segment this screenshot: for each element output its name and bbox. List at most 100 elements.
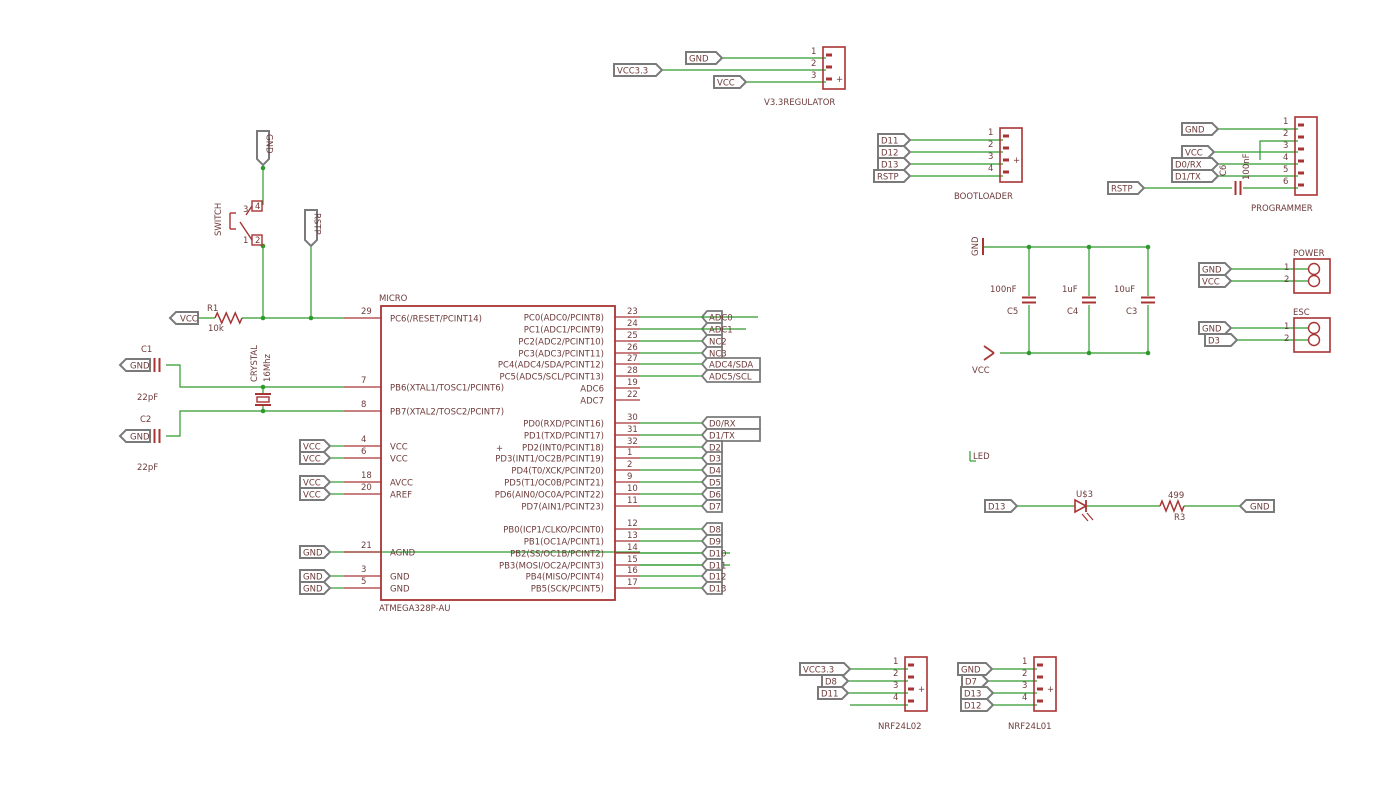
net-label: VCC — [303, 491, 321, 501]
micro-pin-name: AGND — [390, 549, 416, 559]
net-label-flag — [1238, 499, 1275, 513]
net-label-flag — [299, 569, 332, 583]
pin-header-contact — [1298, 171, 1304, 175]
pin-header-contact — [826, 53, 832, 57]
net-label: GND — [689, 55, 709, 65]
terminal-body — [1293, 317, 1331, 353]
polarity-mark: + — [496, 444, 503, 454]
net-label: RSTP — [1111, 185, 1133, 195]
junction-dot — [1086, 350, 1092, 356]
pin-number: 25 — [627, 331, 638, 341]
pin-number: 3 — [361, 565, 366, 575]
pin-header-contact — [1037, 663, 1043, 667]
micro-pin-name: PB4(MISO/PCINT4) — [526, 573, 604, 583]
junction-dot — [1086, 244, 1092, 250]
terminal-body — [1293, 258, 1331, 294]
pin-number: 4 — [988, 164, 993, 174]
pin-header-contact — [1298, 159, 1304, 163]
pin-number: 1 — [627, 448, 632, 458]
pin-number: 2 — [893, 669, 898, 679]
net-label: D11 — [881, 137, 898, 147]
part-value: 16Mhz — [263, 353, 273, 382]
pin-header-contact — [1037, 687, 1043, 691]
junction-dot — [1026, 350, 1032, 356]
net-tag-text: D2 — [709, 444, 721, 454]
net-tag-text: D9 — [709, 538, 721, 548]
terminal-screw — [1307, 321, 1321, 335]
net-label-flag — [1107, 181, 1146, 195]
junction-dot — [1026, 244, 1032, 250]
net-label: GND — [130, 433, 150, 443]
micro-pin-name: PD6(AIN0/OC0A/PCINT22) — [495, 491, 604, 501]
part-value: 10uF — [1114, 285, 1135, 295]
part-value: 100nF — [1242, 153, 1252, 180]
pin-number: 4 — [255, 202, 260, 212]
pin-number: 2 — [1022, 669, 1027, 679]
micro-pin-name: GND — [390, 573, 410, 583]
micro-pin-name: PD4(T0/XCK/PCINT20) — [511, 467, 604, 477]
net-label-flag — [685, 51, 724, 65]
junction-dot — [1145, 350, 1151, 356]
wire — [1259, 140, 1298, 160]
part-name: C6 — [1219, 165, 1229, 176]
micro-pin-name: PD7(AIN1/PCINT23) — [521, 503, 604, 513]
part-name: C2 — [140, 415, 151, 425]
net-label-flag — [256, 130, 270, 167]
micro-title: MICRO — [379, 294, 408, 304]
net-tag — [700, 369, 761, 383]
micro-pin-name: PB7(XTAL2/TOSC2/PCINT7) — [390, 408, 504, 418]
pin-number: 2 — [1283, 129, 1288, 139]
net-label: GND — [971, 236, 981, 256]
pin-number: 2 — [627, 460, 632, 470]
net-label: D13 — [988, 503, 1005, 513]
header-label: BOOTLOADER — [954, 192, 1013, 202]
net-tag — [700, 534, 723, 548]
pin-header-contact — [826, 77, 832, 81]
pin-number: 21 — [361, 541, 372, 551]
pin-header-contact — [1037, 675, 1043, 679]
header-label: NRF24L01 — [1008, 722, 1052, 732]
net-label-flag — [877, 145, 912, 159]
part-name: SWITCH — [214, 203, 224, 236]
net-label-flag — [299, 581, 332, 595]
pin-header-body — [1294, 116, 1318, 196]
net-label-flag — [877, 157, 912, 171]
switch-contact — [239, 221, 253, 241]
micro-pin-name: PC2(ADC2/PCINT10) — [518, 338, 604, 348]
net-label-flag — [1198, 262, 1233, 276]
pin-number: 5 — [1283, 165, 1288, 175]
pin-number: 5 — [361, 577, 366, 587]
micro-pin-name: ADC6 — [580, 385, 604, 395]
pin-header-body — [1033, 656, 1057, 712]
net-tag-text: D7 — [709, 503, 721, 513]
micro-pin-name: GND — [390, 585, 410, 595]
net-label: VCC — [1202, 278, 1220, 288]
polarity-mark: + — [836, 75, 843, 85]
net-label: VCC — [972, 366, 990, 376]
pin-number: 4 — [361, 435, 366, 445]
pin-number: 23 — [627, 307, 638, 317]
pin-number: 12 — [627, 519, 638, 529]
part-name: C5 — [1007, 307, 1018, 317]
net-tag-text: D4 — [709, 467, 721, 477]
net-tag — [700, 581, 723, 595]
pin-number: 22 — [627, 390, 638, 400]
net-label: VCC — [303, 455, 321, 465]
net-label-flag — [957, 662, 994, 676]
net-tag-text: ADC0 — [709, 314, 733, 324]
micro-pin-name: PD3(INT1/OC2B/PCINT19) — [495, 455, 604, 465]
led-diode — [1074, 498, 1088, 514]
pin-number: 20 — [361, 483, 372, 493]
net-label-flag — [304, 209, 318, 248]
micro-pin-name: PB5(SCK/PCINT5) — [531, 585, 604, 595]
terminal-screw — [1307, 262, 1321, 276]
net-label-flag — [613, 63, 664, 77]
pin-number: 2 — [811, 59, 816, 69]
net-label: VCC — [180, 315, 198, 325]
micro-pin-name: PD5(T1/OC0B/PCINT21) — [504, 479, 604, 489]
part-value: 100nF — [990, 285, 1017, 295]
part-name: C1 — [141, 345, 152, 355]
net-label-flag — [118, 429, 151, 443]
pin-number: 8 — [361, 400, 366, 410]
pin-header-contact — [1298, 183, 1304, 187]
